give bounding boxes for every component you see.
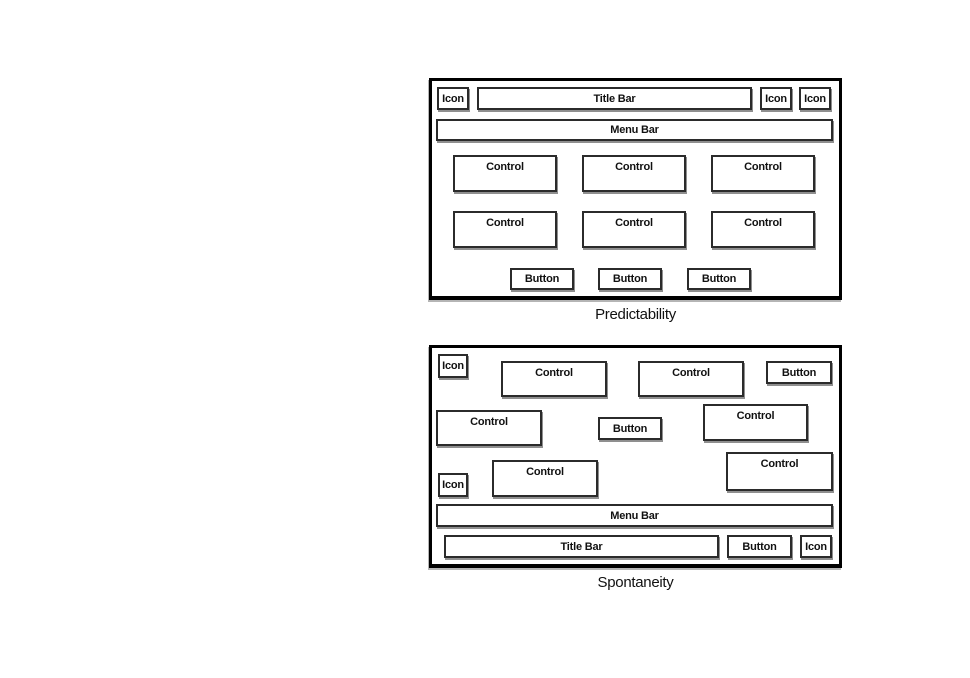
control-box: Control bbox=[711, 211, 815, 248]
control-box: Control bbox=[436, 410, 542, 446]
control-box: Control bbox=[726, 452, 833, 491]
button-box: Button bbox=[510, 268, 574, 290]
control-box: Control bbox=[501, 361, 607, 397]
menu-bar-box: Menu Bar bbox=[436, 504, 833, 527]
icon-box: Icon bbox=[438, 473, 468, 497]
icon-box: Icon bbox=[437, 87, 469, 110]
control-box: Control bbox=[582, 155, 686, 192]
icon-box: Icon bbox=[760, 87, 792, 110]
predictability-window-diagram: Icon Title Bar Icon Icon Menu Bar Contro… bbox=[429, 78, 842, 300]
title-bar-box: Title Bar bbox=[477, 87, 752, 110]
icon-box: Icon bbox=[799, 87, 831, 110]
icon-box: Icon bbox=[438, 354, 468, 378]
menu-bar-box: Menu Bar bbox=[436, 119, 833, 141]
spontaneity-caption: Spontaneity bbox=[597, 574, 674, 591]
control-box: Control bbox=[453, 211, 557, 248]
spontaneity-window-diagram: Icon Control Control Button Control Butt… bbox=[429, 345, 842, 568]
icon-box: Icon bbox=[800, 535, 832, 558]
title-bar-box: Title Bar bbox=[444, 535, 719, 558]
control-box: Control bbox=[638, 361, 744, 397]
button-box: Button bbox=[687, 268, 751, 290]
predictability-caption: Predictability bbox=[595, 306, 676, 323]
button-box: Button bbox=[766, 361, 832, 384]
control-box: Control bbox=[582, 211, 686, 248]
control-box: Control bbox=[492, 460, 598, 497]
button-box: Button bbox=[727, 535, 792, 558]
control-box: Control bbox=[711, 155, 815, 192]
control-box: Control bbox=[453, 155, 557, 192]
button-box: Button bbox=[598, 417, 662, 440]
control-box: Control bbox=[703, 404, 808, 441]
button-box: Button bbox=[598, 268, 662, 290]
